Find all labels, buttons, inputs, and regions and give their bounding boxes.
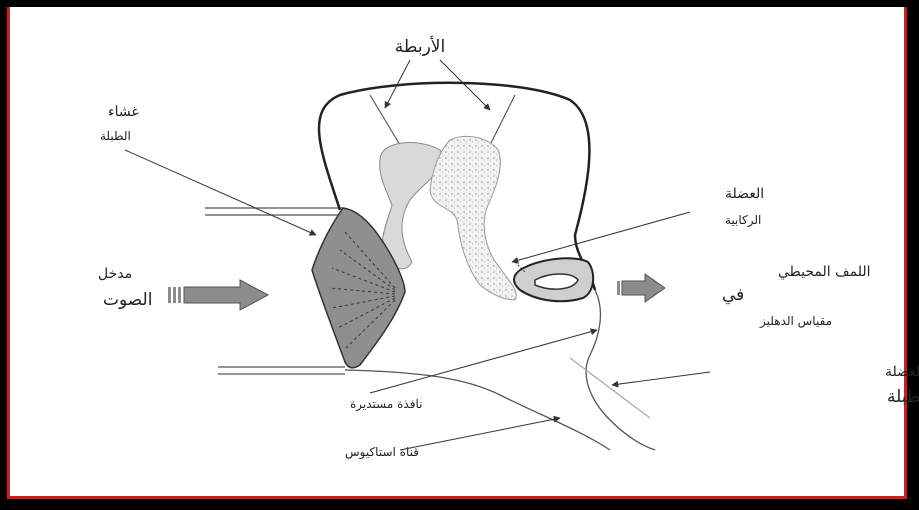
label-ligaments: الأربطة [395,36,445,57]
label-sound-bottom: الصوت [103,290,152,310]
ossicle-incus [430,136,516,300]
label-stapedius-bottom: الركابية [725,213,761,228]
label-tensor-bottom: الموترة للطبلة [887,387,919,407]
pointer-arrows [125,60,710,450]
eustachian-tube-lines [218,290,655,450]
ossicle-malleus [380,143,442,269]
label-membrane-top: غشاء [108,104,139,120]
label-eustachian: قناة استاكيوس [345,445,419,460]
label-round-window: نافذة مستديرة [350,397,422,412]
label-perilymph-top: اللمف المحيطي [778,264,871,280]
label-perilymph-mid: في [722,285,744,305]
label-membrane-bottom: الطبلة [100,129,131,143]
perilymph-arrow [617,274,665,302]
ear-canal [205,208,345,215]
ligament-lines [370,95,515,145]
sound-input-arrow [168,280,268,310]
label-perilymph-bottom: مقياس الدهليز [759,314,832,329]
label-tensor-top: منشأ العضلة [885,361,919,380]
label-sound-top: مدخل [98,266,132,282]
label-stapedius-top: العضلة [725,186,764,202]
